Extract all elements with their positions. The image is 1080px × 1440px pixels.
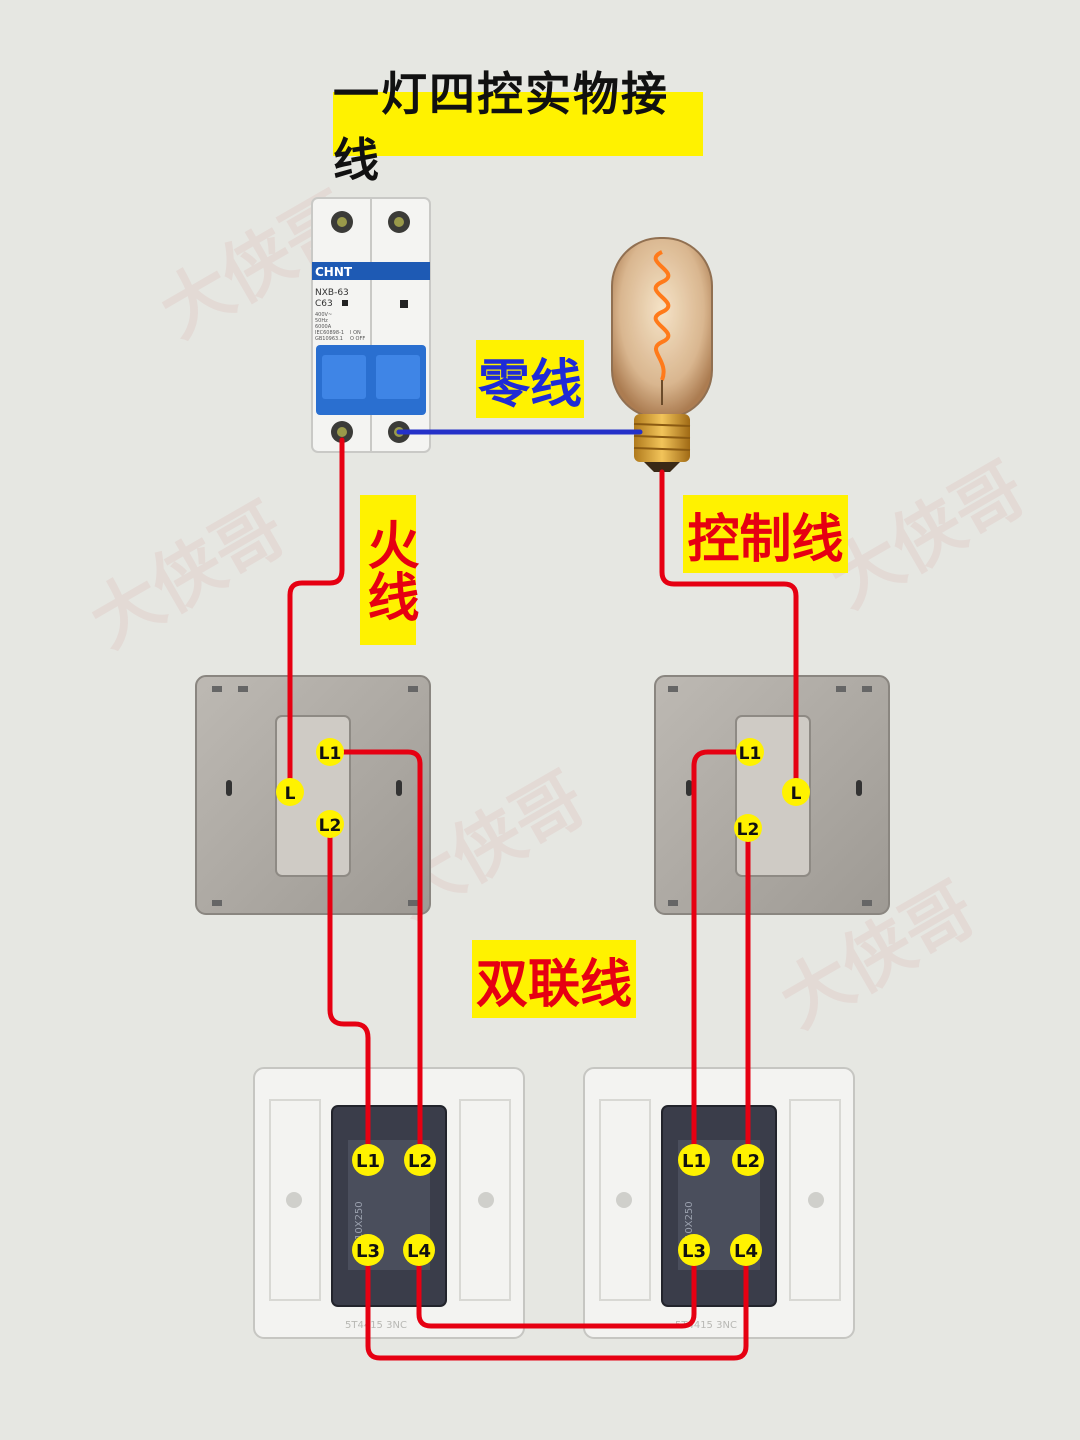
breaker-brand: CHNT (315, 265, 353, 279)
live-label-text: 火线 (358, 518, 418, 622)
terminal-label: L2 (736, 1151, 760, 1172)
terminal-marker (734, 814, 762, 842)
terminal-label: L1 (682, 1151, 706, 1172)
breaker-spec: IEC60898-1 (315, 330, 344, 336)
circuit-breaker (311, 197, 431, 453)
terminal-label: L (791, 784, 802, 804)
terminal-label: L3 (682, 1241, 706, 1262)
terminal-marker (403, 1234, 435, 1266)
terminal-label: L2 (408, 1151, 432, 1172)
cross-wire (416, 1247, 697, 1329)
terminal-label: L1 (319, 744, 342, 764)
terminal-marker (678, 1234, 710, 1266)
terminal-label: L4 (407, 1241, 431, 1262)
intermediate-switch-right: 10X250 5T4415 3NC (583, 1067, 855, 1339)
breaker-spec: 6000A (315, 324, 332, 330)
terminal-marker (736, 738, 764, 766)
terminal-marker (352, 1144, 384, 1176)
module-text: 10X250 (684, 1201, 695, 1240)
terminal-marker (678, 1144, 710, 1176)
breaker-text: CHNT NXB-63 C63 400V~ 50Hz 6000A IEC6089… (315, 265, 365, 342)
breaker-model: NXB-63 (315, 288, 349, 298)
twin-wire (327, 749, 423, 1163)
breaker-on: I ON (350, 330, 361, 336)
terminal-marker (352, 1234, 384, 1266)
terminal-label: L3 (356, 1241, 380, 1262)
neutral-label: 零线 (476, 340, 584, 418)
cross-wire (365, 1249, 749, 1361)
terminal-label: L1 (739, 744, 762, 764)
terminal-label: L1 (356, 1151, 380, 1172)
two-way-switch-left (195, 675, 431, 915)
terminal-label: L2 (319, 816, 342, 836)
terminal-marker (730, 1234, 762, 1266)
two-way-switch-right (654, 675, 890, 915)
live-label: 火线 (358, 495, 418, 645)
breaker-spec: 400V~ (315, 312, 332, 318)
plate-text: 5T4415 3NC (675, 1320, 737, 1331)
breaker-spec: GB10963.1 (315, 336, 343, 342)
control-wire (659, 469, 799, 795)
terminal-marker (782, 778, 810, 806)
terminal-marker (404, 1144, 436, 1176)
terminal-label: L4 (734, 1241, 758, 1262)
live-wire (287, 437, 345, 795)
terminal-label: L2 (737, 820, 760, 840)
terminal-marker (316, 738, 344, 766)
control-label: 控制线 (683, 495, 848, 573)
terminal-marker (316, 810, 344, 838)
module-text: 10X250 (354, 1201, 365, 1240)
twin-wire (327, 821, 371, 1163)
breaker-off: O OFF (350, 336, 365, 342)
twin-wire-label: 双联线 (472, 940, 636, 1018)
terminal-marker (276, 778, 304, 806)
breaker-spec: 50Hz (315, 318, 328, 324)
breaker-rating: C63 (315, 299, 333, 309)
twin-wire (691, 749, 753, 1163)
terminal-label: L (285, 784, 296, 804)
plate-text: 5T4415 3NC (345, 1320, 407, 1331)
light-bulb (611, 237, 713, 472)
intermediate-switch-left: 10X250 5T4415 3NC (253, 1067, 525, 1339)
terminal-marker (732, 1144, 764, 1176)
page-title: 一灯四控实物接线 (333, 67, 703, 187)
